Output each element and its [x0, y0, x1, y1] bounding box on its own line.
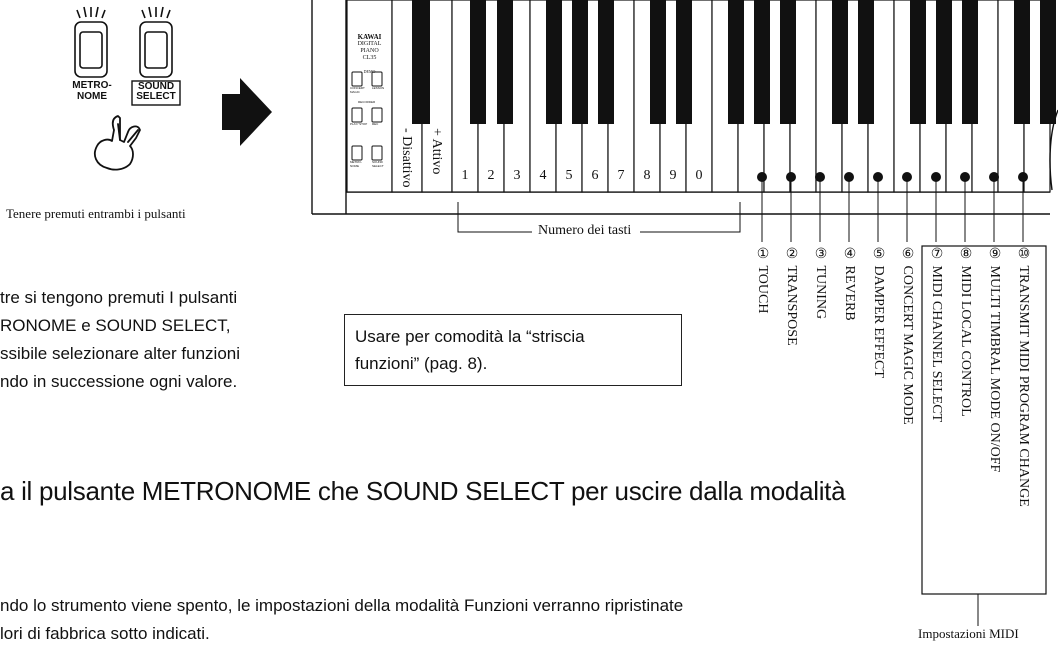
- key-range-label: Numero dei tasti: [538, 223, 632, 238]
- digit-7: 7: [617, 168, 625, 183]
- function-concert-magic: ⑥ CONCERT MAGIC MODE: [900, 246, 915, 425]
- panel-btn-sound: SOUND SELECT: [372, 160, 384, 168]
- digit-6: 6: [591, 168, 599, 183]
- function-midi-local: ⑧ MIDI LOCAL CONTROL: [958, 246, 973, 417]
- panel-demo: DEMO: [363, 69, 376, 74]
- power-off-note: ndo lo strumento viene spento, le impost…: [0, 592, 683, 648]
- function-midi-channel: ⑦ MIDI CHANNEL SELECT: [929, 246, 944, 423]
- panel-model-line2: CL35: [362, 55, 377, 61]
- off-label: - Disattivo: [399, 128, 414, 188]
- function-damper: ⑤ DAMPER EFFECT: [871, 246, 886, 378]
- digit-4: 4: [539, 168, 547, 183]
- panel-model-line1: DIGITAL PIANO: [357, 41, 382, 54]
- para-line-1: tre si tengono premuti I pulsanti: [0, 288, 238, 307]
- digit-2: 2: [487, 168, 495, 183]
- function-tuning: ③ TUNING: [813, 246, 828, 320]
- digit-5: 5: [565, 168, 573, 183]
- hand-icon: [94, 115, 141, 171]
- metronome-label-line1: METRO-: [72, 80, 112, 91]
- panel-text: KAWAI DIGITAL PIANO CL35 DEMO: [348, 34, 391, 75]
- hold-caption: Tenere premuti entrambi i pulsanti: [6, 206, 186, 221]
- sound-label-line2: SELECT: [136, 91, 176, 102]
- function-strip-callout: Usare per comodità la “striscia funzioni…: [344, 314, 682, 386]
- exit-instruction-heading: a il pulsante METRONOME che SOUND SELECT…: [0, 476, 846, 506]
- note-line-2: lori di fabbrica sotto indicati.: [0, 624, 210, 643]
- digit-1: 1: [461, 168, 469, 183]
- panel-btn-play: PLAY/ STOP: [350, 122, 368, 126]
- instructions-paragraph: tre si tengono premuti I pulsanti RONOME…: [0, 284, 240, 396]
- digit-3: 3: [513, 168, 521, 183]
- para-line-4: ndo in successione ogni valore.: [0, 372, 238, 391]
- function-reverb: ④ REVERB: [842, 246, 857, 321]
- digit-9: 9: [669, 168, 677, 183]
- para-line-2: RONOME e SOUND SELECT,: [0, 316, 231, 335]
- panel-btn-lesson: LESSON: [372, 86, 385, 90]
- callout-line-1: Usare per comodità la “striscia: [355, 327, 585, 346]
- function-transmit-program: ⑩ TRANSMIT MIDI PROGRAM CHANGE: [1016, 246, 1031, 507]
- panel-btn-rec: REC: [372, 122, 379, 126]
- digit-8: 8: [643, 168, 651, 183]
- panel-brand: KAWAI: [357, 33, 382, 41]
- para-line-3: ssibile selezionare alter funzioni: [0, 344, 241, 363]
- function-touch: ① TOUCH: [755, 246, 770, 314]
- metronome-label-line2: NOME: [77, 91, 107, 102]
- metronome-button-label: METRO- NOME: [72, 80, 112, 102]
- sound-label-line1: SOUND: [137, 81, 175, 92]
- midi-group-label: Impostazioni MIDI: [918, 626, 1019, 641]
- digit-0: 0: [695, 168, 703, 183]
- right-arrow-icon: [222, 78, 272, 146]
- function-transpose: ② TRANSPOSE: [784, 246, 799, 346]
- callout-line-2: funzioni” (pag. 8).: [355, 354, 488, 373]
- note-line-1: ndo lo strumento viene spento, le impost…: [0, 596, 684, 615]
- metronome-button-illustration: [74, 6, 181, 106]
- sound-select-button-label: SOUND SELECT: [132, 82, 180, 102]
- panel-recorder: RECORDER: [358, 100, 376, 104]
- on-label: + Attivo: [429, 128, 444, 175]
- panel-btn-metronome: METRO- NOME: [350, 160, 362, 168]
- function-multi-timbral: ⑨ MULTI TIMBRAL MODE ON/OFF: [987, 246, 1002, 473]
- panel-btn-concert: CONCERT MAGIC: [350, 86, 365, 94]
